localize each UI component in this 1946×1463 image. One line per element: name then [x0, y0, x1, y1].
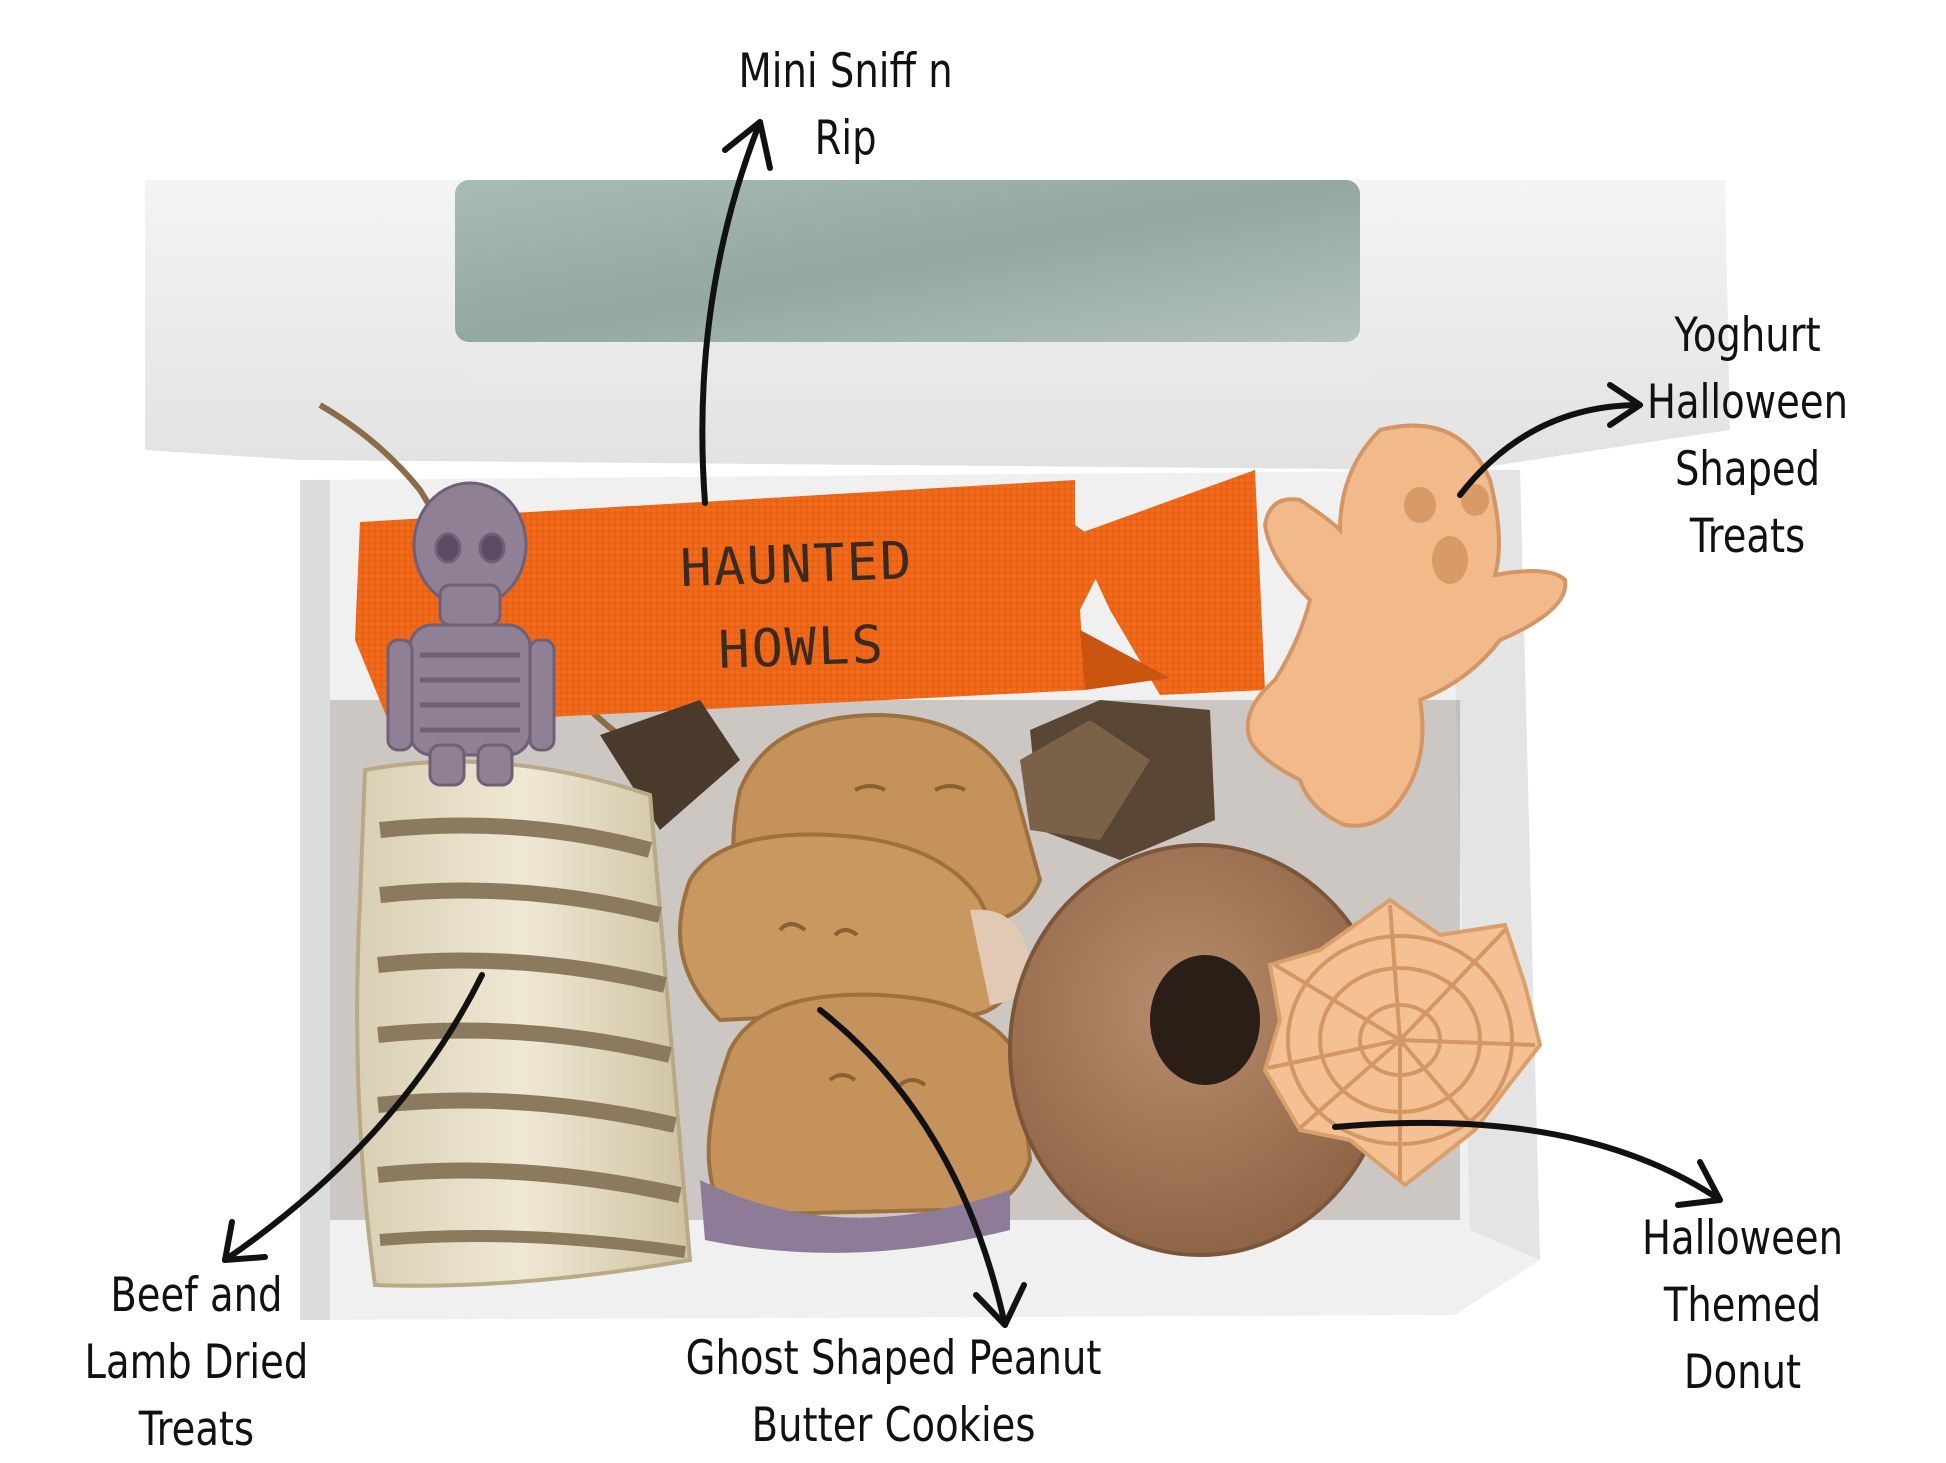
- yoghurt-ghost-treat: [1245, 423, 1568, 828]
- arrow-yoghurt: [1457, 402, 1643, 498]
- ghost-cookies: [678, 712, 1043, 1253]
- label-beef-lamb: Beef and Lamb Dried Treats: [84, 1268, 309, 1457]
- arrow-donut: [1332, 1119, 1723, 1203]
- dried-treat-pieces: [600, 700, 1215, 860]
- box-lid: [145, 180, 1730, 470]
- label-donut: Halloween Themed Donut: [1642, 1211, 1844, 1400]
- arrow-beef-lamb: [222, 972, 485, 1263]
- label-mini-sniff: Mini Sniff n Rip: [738, 44, 953, 166]
- arrow-ghost-cookies: [817, 1007, 1008, 1328]
- label-ghost-cookies: Ghost Shaped Peanut Butter Cookies: [685, 1331, 1102, 1453]
- box-window: [455, 180, 1360, 342]
- beef-lamb-treat: [355, 759, 693, 1288]
- tag-text-line2: HOWLS: [717, 615, 886, 681]
- arrow-icon: [222, 119, 1723, 1328]
- label-yoghurt-treats: Yoghurt Halloween Shaped Treats: [1647, 308, 1849, 564]
- halloween-donut: [1008, 843, 1392, 1257]
- ghost-icon: [778, 784, 966, 1087]
- tag-text-line1: HAUNTED: [679, 531, 914, 599]
- arrow-mini-sniff: [699, 119, 763, 506]
- spiderweb-icon: [1262, 897, 1543, 1188]
- skeleton-icon: [386, 481, 556, 787]
